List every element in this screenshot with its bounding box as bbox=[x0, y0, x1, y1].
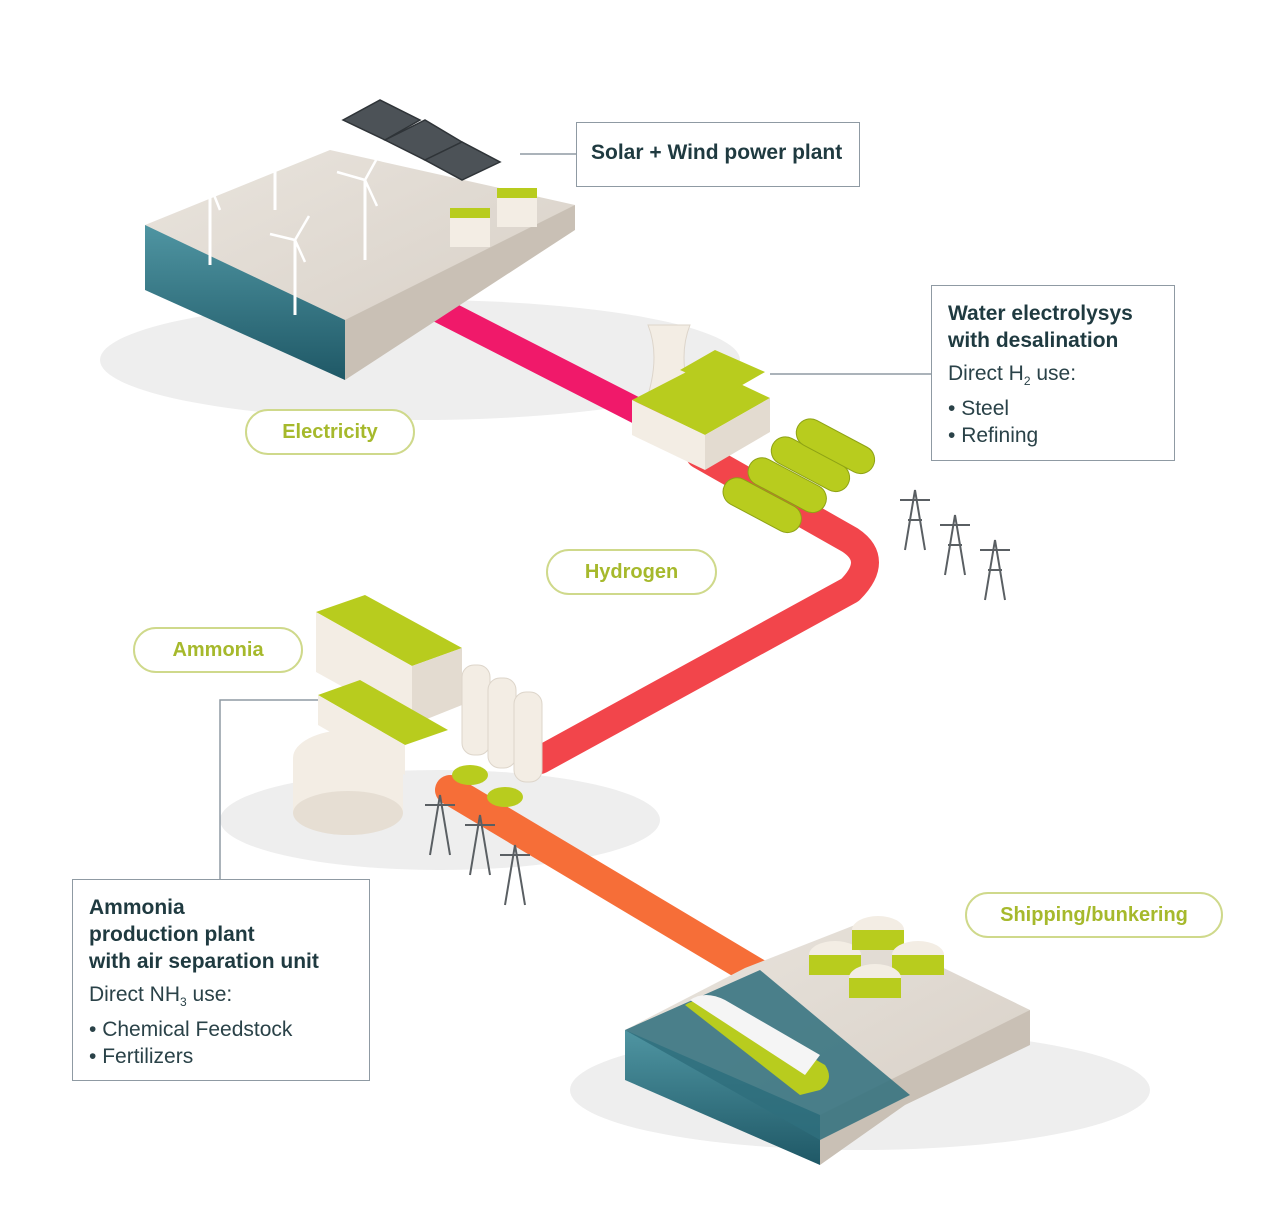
hydrogen-label: Hydrogen bbox=[546, 549, 717, 595]
electrolysis-title: Water electrolysys with desalination bbox=[948, 302, 1133, 352]
electrolysis-callout: Water electrolysys with desalination Dir… bbox=[931, 285, 1175, 461]
power-pylons bbox=[425, 489, 1010, 906]
pipeline bbox=[427, 297, 879, 990]
ammonia-direct-use: Direct NH3 use: bbox=[89, 983, 233, 1010]
ammonia-plant-callout: Ammonia production plant with air separa… bbox=[72, 879, 370, 1081]
ammonia-plant-title: Ammonia production plant with air separa… bbox=[89, 896, 319, 973]
solar-panels bbox=[341, 99, 502, 181]
battery-containers bbox=[450, 188, 537, 247]
ammonia-uses: Chemical Feedstock Fertilizers bbox=[89, 1016, 353, 1070]
use-item: Steel bbox=[948, 395, 1158, 422]
use-item: Refining bbox=[948, 422, 1158, 449]
hydrogen-storage-tanks bbox=[722, 418, 876, 534]
electricity-pipe bbox=[427, 297, 668, 433]
storage-tanks bbox=[809, 916, 944, 998]
hydrogen-pipe bbox=[526, 441, 879, 774]
use-item: Fertilizers bbox=[89, 1043, 353, 1070]
electrolysis-uses: Steel Refining bbox=[948, 395, 1158, 449]
power-plant-callout: Solar + Wind power plant bbox=[576, 122, 860, 187]
shipping-label: Shipping/bunkering bbox=[965, 892, 1223, 938]
solar-wind-platform bbox=[145, 99, 575, 380]
ammonia-silos bbox=[461, 664, 543, 783]
use-item: Chemical Feedstock bbox=[89, 1016, 353, 1043]
electricity-label: Electricity bbox=[245, 409, 415, 455]
ammonia-plant bbox=[293, 595, 543, 835]
electrolysis-plant bbox=[632, 324, 876, 534]
power-plant-title: Solar + Wind power plant bbox=[591, 141, 843, 164]
electrolysis-direct-use: Direct H2 use: bbox=[948, 362, 1077, 389]
ammonia-pipe bbox=[435, 775, 775, 990]
tanker-ship bbox=[685, 995, 829, 1095]
shipping-terminal bbox=[625, 916, 1030, 1165]
wind-turbines bbox=[179, 101, 382, 315]
ammonia-label: Ammonia bbox=[133, 627, 303, 673]
